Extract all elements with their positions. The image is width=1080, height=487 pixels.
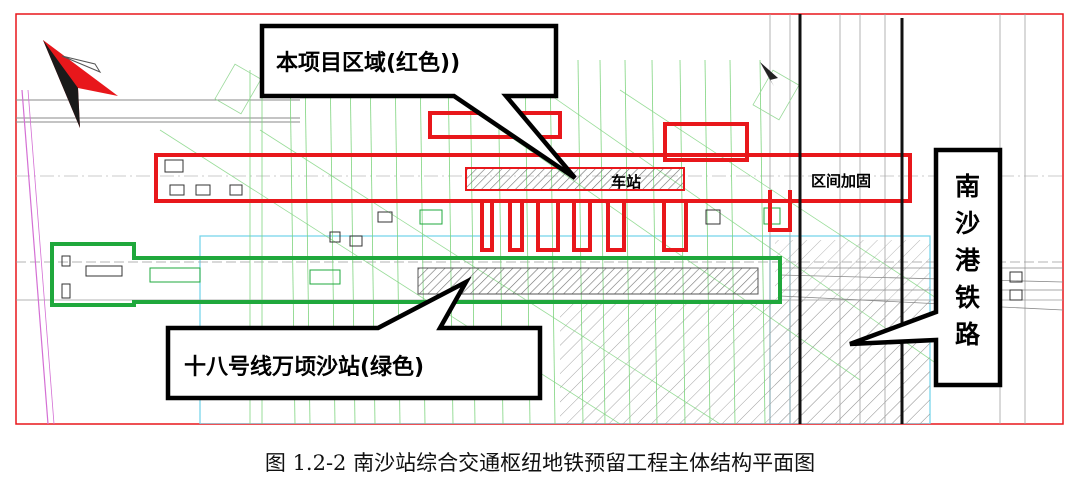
north-arrow-icon [43, 40, 118, 128]
railway-char-2: 沙 [955, 209, 980, 238]
label-station: 车站 [611, 173, 641, 191]
railway-char-4: 铁 [955, 283, 980, 312]
railway-char-3: 港 [955, 246, 981, 275]
callout-line18-station: 十八号线万顷沙站(绿色) [165, 276, 543, 401]
railway-char-1: 南 [955, 172, 980, 201]
callout-project-area: 本项目区域(红色)) [259, 23, 577, 180]
project-area-outline [154, 111, 912, 252]
compass-icon [760, 62, 778, 86]
line18-station-outline [50, 242, 782, 307]
railway-char-5: 路 [955, 320, 981, 349]
label-section-reinforcement: 区间加固 [811, 172, 871, 190]
callout-railway: 南 沙 港 铁 路 [849, 147, 1003, 388]
callout-project-area-text: 本项目区域(红色)) [276, 50, 460, 76]
figure-caption: 图 1.2-2 南沙站综合交通枢纽地铁预留工程主体结构平面图 [265, 451, 815, 475]
callout-line18-station-text: 十八号线万顷沙站(绿色) [184, 354, 424, 380]
station-box [465, 167, 685, 191]
